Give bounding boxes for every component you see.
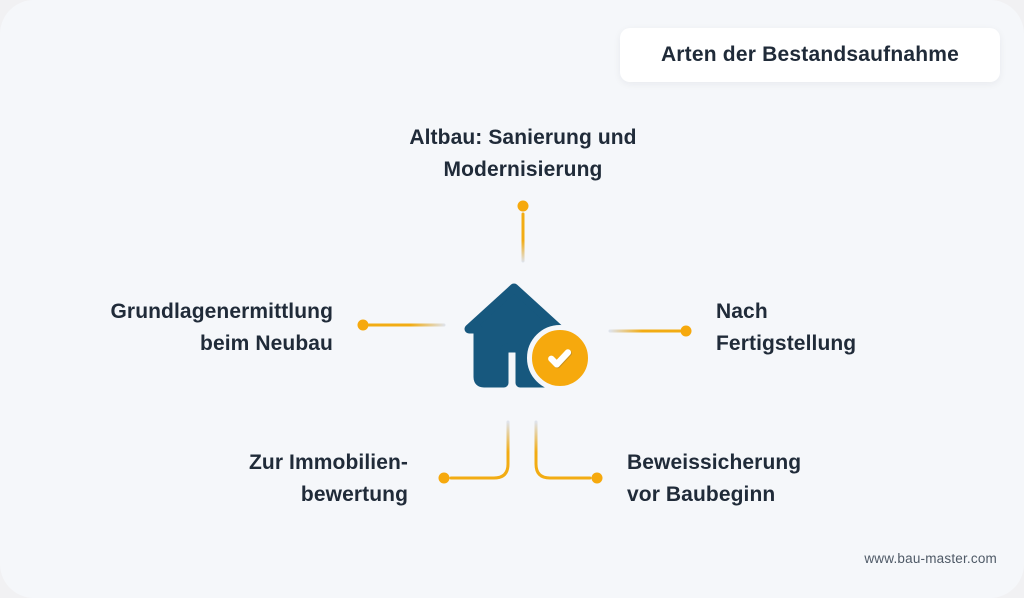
node-label-line: bewertung [300, 483, 408, 506]
center-house-icon [462, 281, 593, 391]
page-title: Arten der Bestandsaufnahme [660, 43, 960, 66]
title-card: Arten der Bestandsaufnahme [620, 28, 1000, 82]
node-label-line: Altbau: Sanierung und [409, 126, 637, 149]
node-label-line: Fertigstellung [716, 332, 857, 355]
node-label-line: vor Baubeginn [627, 483, 776, 506]
node-label-line: Modernisierung [443, 158, 603, 181]
node-altbau-sanierung: Altbau: Sanierung und Modernisierung [348, 122, 698, 186]
node-immobilienbewertung: Zur Immobilien- bewertung [145, 447, 408, 511]
node-label-line: beim Neubau [200, 332, 333, 355]
node-label-line: Nach [716, 300, 768, 323]
node-label-line: Beweissicherung [627, 451, 802, 474]
node-label-line: Grundlagenermittlung [110, 300, 333, 323]
check-badge [527, 325, 593, 391]
check-icon [548, 349, 572, 369]
node-label-line: Zur Immobilien- [249, 451, 408, 474]
website-url: www.bau-master.com [864, 551, 997, 566]
node-nach-fertigstellung: Nach Fertigstellung [716, 296, 956, 360]
node-beweissicherung: Beweissicherung vor Baubeginn [627, 447, 907, 511]
node-grundlagenermittlung: Grundlagenermittlung beim Neubau [55, 296, 333, 360]
